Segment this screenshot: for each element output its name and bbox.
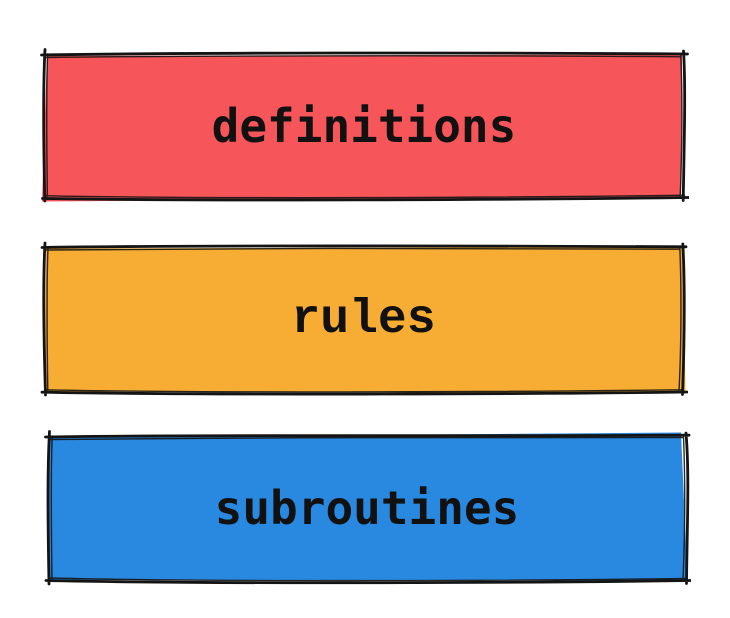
box-rules: rules <box>39 241 688 398</box>
box-definitions: definitions <box>39 48 689 204</box>
box-subroutines: subroutines <box>43 429 691 587</box>
box-subroutines-label: subroutines <box>214 481 520 535</box>
box-rules-label: rules <box>291 292 436 347</box>
box-definitions-label: definitions <box>211 99 517 153</box>
